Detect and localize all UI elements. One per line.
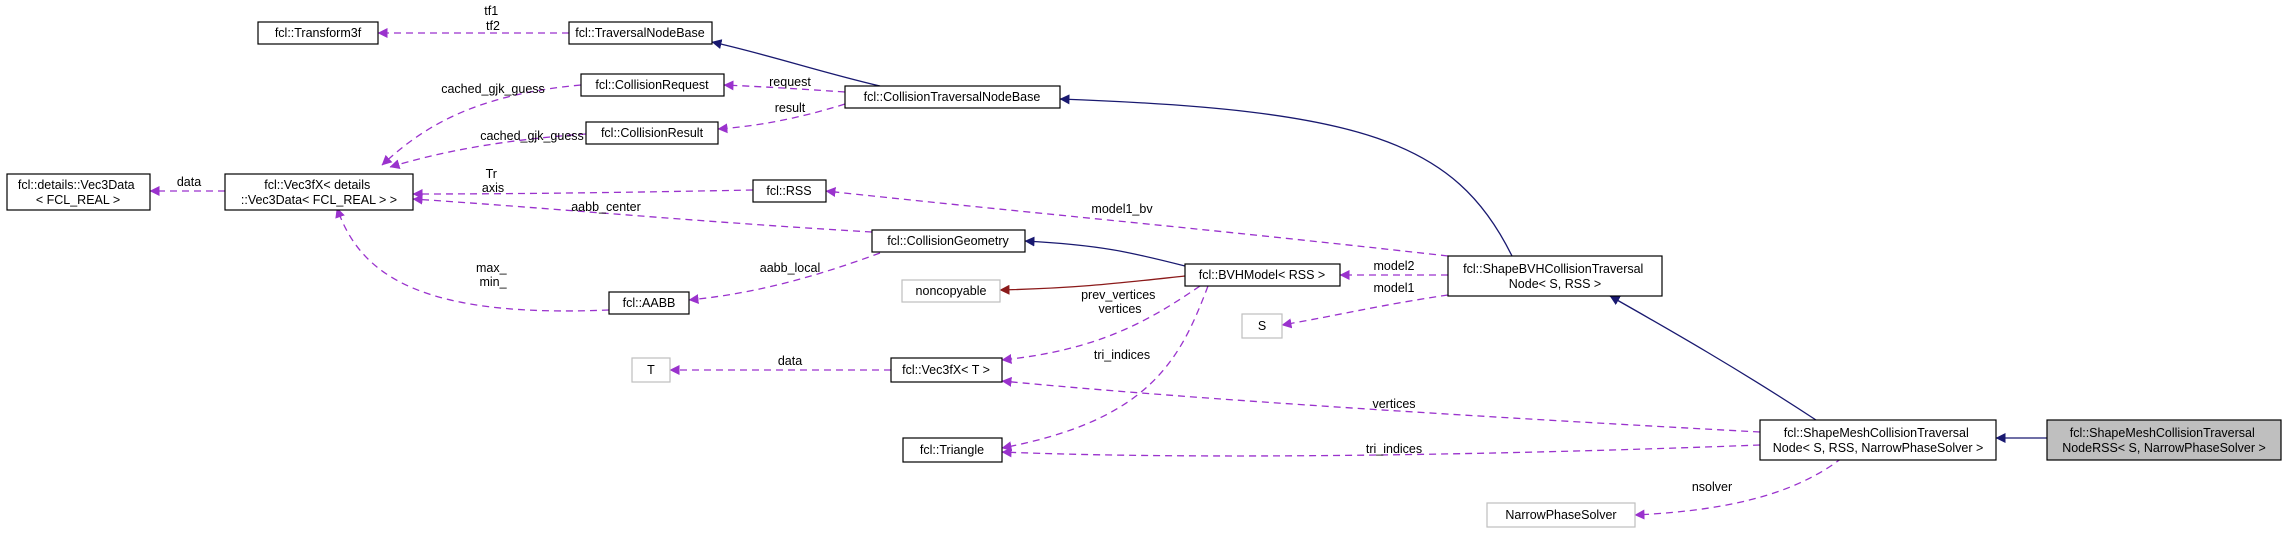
label-cached1: cached_gjk_guess	[441, 82, 545, 96]
svg-text:T: T	[647, 363, 655, 377]
edge-result-usage	[717, 103, 846, 134]
node-vec3data[interactable]: fcl::details::Vec3Data < FCL_REAL >	[6, 173, 151, 211]
edge-aabb-local-usage	[688, 252, 881, 305]
edge-cached2-usage	[389, 133, 587, 170]
edge-noncopyable-private-inherit	[999, 275, 1186, 295]
node-aabb[interactable]: fcl::AABB	[608, 291, 690, 315]
edge-request-usage	[723, 80, 846, 93]
svg-text:fcl::CollisionRequest: fcl::CollisionRequest	[595, 78, 709, 92]
svg-text:fcl::ShapeBVHCollisionTraversa: fcl::ShapeBVHCollisionTraversal Node< S,…	[1463, 262, 1647, 291]
node-bvh-model[interactable]: fcl::BVHModel< RSS >	[1184, 263, 1341, 287]
label-tri-indices1: tri_indices	[1094, 348, 1150, 362]
svg-text:fcl::details::Vec3Data <: fcl::details::Vec3Data < FCL_REAL >	[18, 178, 138, 207]
svg-text:fcl::ShapeMeshCollisionTravers: fcl::ShapeMeshCollisionTraversal NodeRSS…	[2062, 426, 2266, 455]
svg-text:fcl::Vec3fX< T >: fcl::Vec3fX< T >	[902, 363, 990, 377]
svg-text:fcl::ShapeMeshCollisionTravers: fcl::ShapeMeshCollisionTraversal Node< S…	[1773, 426, 1984, 455]
node-vec3fx-t[interactable]: fcl::Vec3fX< T >	[890, 357, 1003, 383]
label-model1-bv: model1_bv	[1091, 202, 1153, 216]
node-collision-result[interactable]: fcl::CollisionResult	[585, 121, 719, 145]
node-shape-mesh-collision-traversal[interactable]: fcl::ShapeMeshCollisionTraversal Node< S…	[1759, 419, 1997, 461]
svg-text:fcl::Triangle: fcl::Triangle	[920, 443, 984, 457]
node-shape-bvh-collision-traversal[interactable]: fcl::ShapeBVHCollisionTraversal Node< S,…	[1447, 255, 1663, 297]
node-collision-geometry[interactable]: fcl::CollisionGeometry	[871, 229, 1026, 253]
edge-collisiongeometry-inherit	[1024, 236, 1186, 267]
edge-tri-indices2-usage	[1001, 444, 1761, 458]
label-data-t: data	[778, 354, 802, 368]
label-model1: model1	[1374, 281, 1415, 295]
label-aabb-center: aabb_center	[571, 200, 641, 214]
label-cached2: cached_gjk_guess	[480, 129, 584, 143]
edge-shapebvh-inherit	[1609, 295, 1817, 421]
label-max-min: max_ min_	[476, 261, 510, 289]
svg-text:fcl::TraversalNodeBase: fcl::TraversalNodeBase	[575, 26, 704, 40]
label-nsolver: nsolver	[1692, 480, 1732, 494]
svg-text:fcl::CollisionResult: fcl::CollisionResult	[601, 126, 704, 140]
edge-model1-usage	[1281, 294, 1449, 329]
label-model2: model2	[1374, 259, 1415, 273]
edge-tr-axis-usage	[412, 188, 754, 199]
edge-aabb-center-usage	[412, 194, 873, 233]
edge-nsolver-usage	[1634, 457, 1843, 520]
svg-text:fcl::Vec3fX< details ::V: fcl::Vec3fX< details ::Vec3Data< FCL_REA…	[241, 178, 397, 207]
node-collision-traversal-node-base[interactable]: fcl::CollisionTraversalNodeBase	[844, 85, 1061, 109]
node-traversal-node-base[interactable]: fcl::TraversalNodeBase	[568, 21, 713, 45]
label-tri-indices2: tri_indices	[1366, 442, 1422, 456]
label-request: request	[769, 75, 811, 89]
edge-collisiontraversalnodebase-inherit	[1059, 94, 1513, 257]
svg-text:fcl::CollisionGeometry: fcl::CollisionGeometry	[887, 234, 1009, 248]
edge-model1-bv-usage	[825, 187, 1449, 257]
label-prev-vertices: prev_vertices vertices	[1081, 288, 1159, 316]
edge-cached1-usage	[381, 84, 582, 166]
svg-text:NarrowPhaseSolver: NarrowPhaseSolver	[1505, 508, 1616, 522]
svg-text:fcl::AABB: fcl::AABB	[623, 296, 676, 310]
edge-traversalnodebase-inherit	[711, 39, 881, 87]
node-narrow-phase-solver[interactable]: NarrowPhaseSolver	[1486, 502, 1636, 528]
label-aabb-local: aabb_local	[760, 261, 820, 275]
svg-text:fcl::BVHModel< RSS >: fcl::BVHModel< RSS >	[1199, 268, 1325, 282]
node-triangle[interactable]: fcl::Triangle	[902, 437, 1003, 463]
svg-text:S: S	[1258, 319, 1266, 333]
node-shape-mesh-collision-traversal-rss: fcl::ShapeMeshCollisionTraversal NodeRSS…	[2046, 419, 2282, 461]
svg-text:fcl::CollisionTraversalNodeBas: fcl::CollisionTraversalNodeBase	[864, 90, 1041, 104]
label-result: result	[775, 101, 806, 115]
svg-text:noncopyable: noncopyable	[916, 284, 987, 298]
edge-max-min-usage	[335, 207, 610, 312]
edge-tri-indices1-usage	[1001, 285, 1209, 452]
node-vec3fx-details[interactable]: fcl::Vec3fX< details ::Vec3Data< FCL_REA…	[224, 173, 414, 211]
node-t[interactable]: T	[631, 357, 671, 383]
svg-text:fcl::RSS: fcl::RSS	[766, 184, 811, 198]
label-tf: tf1 tf2	[484, 4, 501, 33]
node-rss[interactable]: fcl::RSS	[752, 179, 827, 203]
node-s[interactable]: S	[1241, 313, 1283, 339]
edge-vertices-usage	[1001, 376, 1761, 433]
node-noncopyable[interactable]: noncopyable	[901, 279, 1001, 303]
label-tr-axis: Tr axis	[482, 167, 504, 195]
label-vertices: vertices	[1372, 397, 1415, 411]
node-collision-request[interactable]: fcl::CollisionRequest	[580, 73, 725, 97]
label-data-vec: data	[177, 175, 201, 189]
node-transform3f[interactable]: fcl::Transform3f	[257, 21, 379, 45]
svg-text:fcl::Transform3f: fcl::Transform3f	[275, 26, 362, 40]
